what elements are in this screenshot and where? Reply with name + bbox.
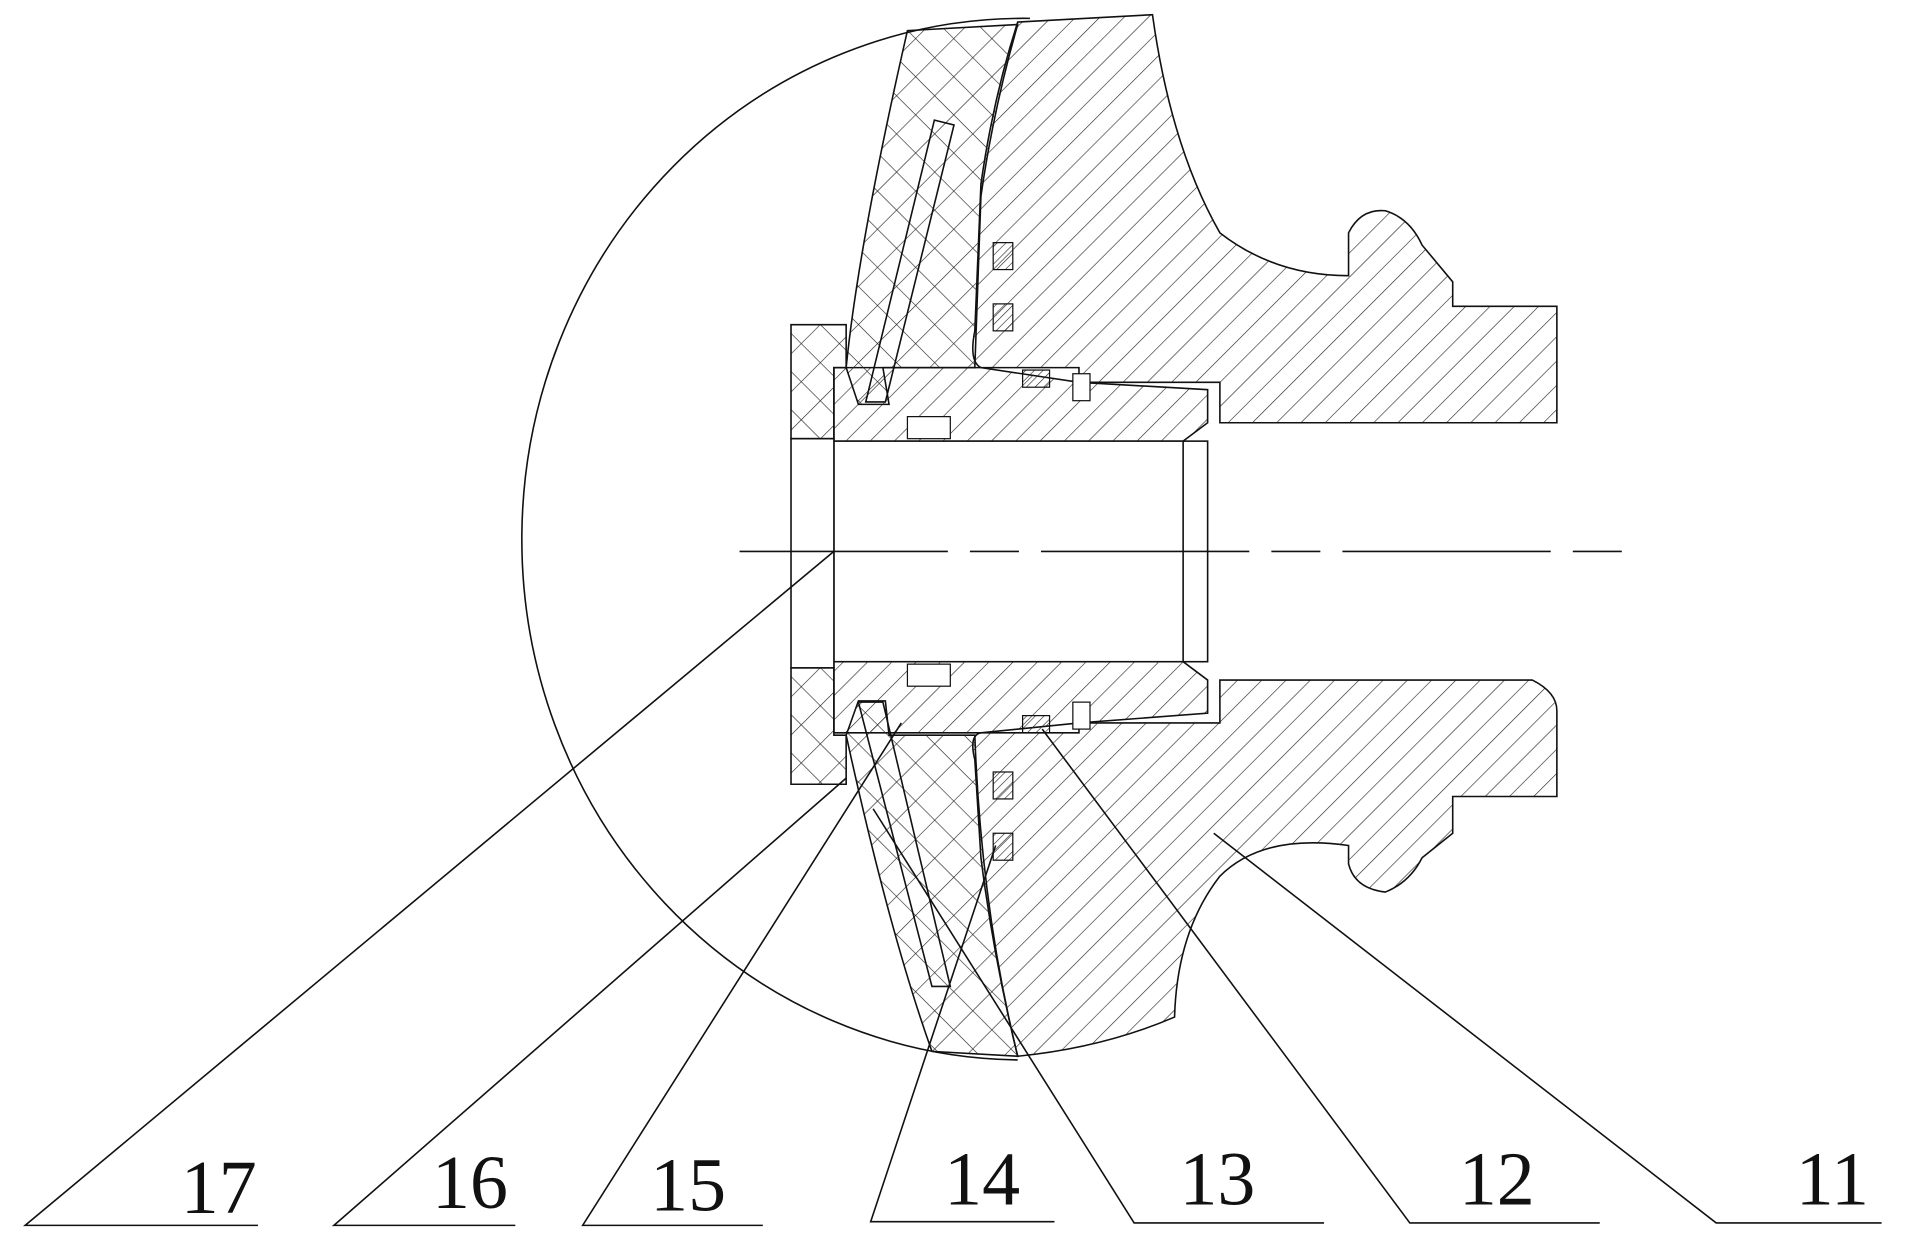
seal-ring-12 xyxy=(1023,716,1050,733)
flange-bore xyxy=(791,439,834,668)
label-13: 13 xyxy=(1179,1138,1255,1222)
seal-ring xyxy=(993,304,1013,331)
groove xyxy=(1073,374,1090,401)
main-body-11 xyxy=(973,15,1557,423)
groove-lower xyxy=(1073,702,1090,729)
keyway-lower xyxy=(907,664,950,686)
seal-ring xyxy=(993,243,1013,270)
label-15: 15 xyxy=(650,1144,726,1228)
label-12: 12 xyxy=(1459,1138,1535,1222)
label-16: 16 xyxy=(432,1141,508,1225)
keyway xyxy=(907,417,950,439)
sleeve-16-lower xyxy=(834,662,1208,733)
seal-ring-13 xyxy=(993,772,1013,799)
label-17: 17 xyxy=(181,1146,257,1230)
label-14: 14 xyxy=(944,1138,1020,1222)
label-11: 11 xyxy=(1796,1138,1869,1222)
seal-ring-13 xyxy=(993,833,1013,860)
main-body-11-lower xyxy=(973,680,1557,1056)
seal-ring xyxy=(1023,370,1050,387)
